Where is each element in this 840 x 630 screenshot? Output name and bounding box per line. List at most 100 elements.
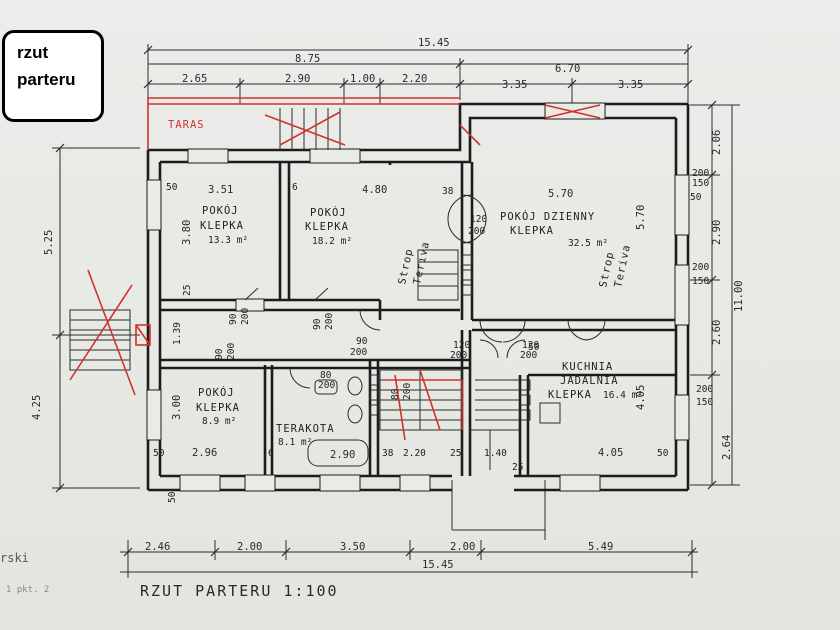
outer-wall-top-left [148, 102, 688, 152]
note-50e: 50 [167, 491, 178, 503]
dim-bottom-350: 3.50 [340, 541, 365, 553]
room-kuchnia-area: 16.4 m² [603, 390, 643, 401]
note-50b: 50 [690, 192, 702, 203]
door-wc-h: 200 [402, 383, 413, 400]
door-hall2-w: 90 [356, 336, 368, 347]
dim-top-290: 2.90 [285, 73, 310, 85]
chimney-ducts [369, 254, 531, 421]
window-left-2 [146, 389, 162, 441]
window-bottom-1 [179, 474, 221, 492]
door-hall-h: 200 [450, 350, 467, 361]
note-teriva-2: Teriva [612, 243, 633, 288]
room-lazienka-area: 8.1 m² [278, 437, 312, 448]
room-dzienny-area: 32.5 m² [568, 238, 608, 249]
note-50d: 50 [657, 448, 669, 459]
dim-top-100: 1.00 [350, 73, 375, 85]
sink [314, 379, 338, 395]
door-p1-h: 200 [240, 308, 251, 325]
dim-right-206: 2.06 [711, 130, 723, 155]
room-kuchnia-floor: KLEPKA [548, 389, 592, 401]
window-top-pokoj2 [309, 148, 361, 164]
door-p3-w: 90 [214, 348, 225, 360]
dim-top-335a: 3.35 [502, 79, 527, 91]
window-dim-3b: 150 [696, 397, 713, 408]
window-dim-2b: 150 [692, 276, 709, 287]
window-bottom-3 [319, 474, 361, 492]
room-lazienka-width: 2.90 [330, 449, 355, 461]
window-right-1 [674, 174, 690, 236]
stairs-dzienny [417, 249, 459, 301]
door-wc-w: 80 [390, 388, 401, 400]
dim-top-670: 6.70 [555, 63, 580, 75]
stairs-side-entrance [69, 309, 131, 371]
room-pokoj1-floor: KLEPKA [200, 220, 244, 232]
room-pokoj1-name: POKÓJ [202, 204, 239, 217]
note-25b: 25 [450, 448, 461, 459]
note-25a: 25 [182, 285, 193, 296]
door-hall-w: 120 [453, 340, 470, 351]
room-pokoj3-area: 8.9 m² [202, 416, 236, 427]
room-pokoj3-name: POKÓJ [198, 386, 235, 399]
bathtub [307, 439, 369, 467]
room-kuchnia-height: 4.05 [635, 385, 647, 410]
room-pokoj1-width: 3.51 [208, 184, 233, 196]
note-50f: 50 [528, 342, 540, 353]
toilet [347, 376, 363, 396]
door-hall2-h: 200 [350, 347, 367, 358]
room-pokoj2-name: POKÓJ [310, 206, 347, 219]
door-bath-w: 80 [320, 370, 332, 381]
title-badge: rzut parteru [2, 30, 104, 122]
door-p2-w: 90 [312, 318, 323, 330]
room-taras: TARAS [168, 119, 205, 131]
note-25c: 25 [512, 462, 523, 473]
door-swing-kitchen [479, 319, 526, 343]
door-swing-dzienny-left [461, 194, 487, 244]
room-dzienny-floor: KLEPKA [510, 225, 554, 237]
door-p1-w: 90 [228, 313, 239, 325]
stove [539, 402, 561, 424]
window-dim-1b: 150 [692, 178, 709, 189]
room-dzienny-name: POKÓJ DZIENNY [500, 210, 595, 223]
note-38b: 38 [382, 448, 394, 459]
dim-left-425: 4.25 [31, 395, 43, 420]
dim-right-260: 2.60 [711, 320, 723, 345]
room-kuchnia-name: KUCHNIA [562, 361, 613, 373]
badge-line-1: rzut [17, 43, 49, 62]
room-dzienny-height: 5.70 [635, 205, 647, 230]
room-pokoj1-area: 13.3 m² [208, 235, 248, 246]
dim-right-264: 2.64 [721, 435, 733, 460]
room-pokoj2-floor: KLEPKA [305, 221, 349, 233]
room-kuchnia-name2: JADALNIA [560, 375, 619, 387]
window-right-2 [674, 264, 690, 326]
room-pokoj2-width: 4.80 [362, 184, 387, 196]
note-38a: 38 [442, 186, 454, 197]
dim-bottom-549: 5.49 [588, 541, 613, 553]
interior-wall-horizontal [160, 298, 380, 312]
dim-bottom-total: 15.45 [422, 559, 454, 571]
note-teriva-1: Teriva [411, 240, 432, 285]
note-139: 1.39 [172, 322, 183, 345]
note-6b: 6 [268, 448, 274, 459]
room-kuchnia-width: 4.05 [598, 447, 623, 459]
window-right-3 [674, 394, 690, 441]
window-dim-1a: 200 [692, 168, 709, 179]
window-dim-2a: 200 [692, 262, 709, 273]
dim-bottom-200a: 2.00 [237, 541, 262, 553]
window-top-pokoj1 [187, 148, 229, 164]
door-dzienny-h: 200 [468, 226, 485, 237]
edge-note-small: 1 pkt. 2 [6, 585, 50, 595]
room-pokoj3-floor: KLEPKA [196, 402, 240, 414]
window-bottom-5 [559, 474, 601, 492]
room-pokoj3-width: 2.96 [192, 447, 217, 459]
window-left-1 [146, 179, 162, 231]
dim-bottom-246: 2.46 [145, 541, 170, 553]
edge-note-word: rski [0, 551, 29, 565]
door-p2-h: 200 [324, 313, 335, 330]
room-dzienny-width: 5.70 [548, 188, 573, 200]
door-kitchen-h: 200 [520, 350, 537, 361]
stairs-taras [279, 108, 341, 150]
door-kitchen-w: 120 [522, 340, 539, 351]
taras-outline [147, 97, 460, 150]
dim-bottom-200b: 2.00 [450, 541, 475, 553]
